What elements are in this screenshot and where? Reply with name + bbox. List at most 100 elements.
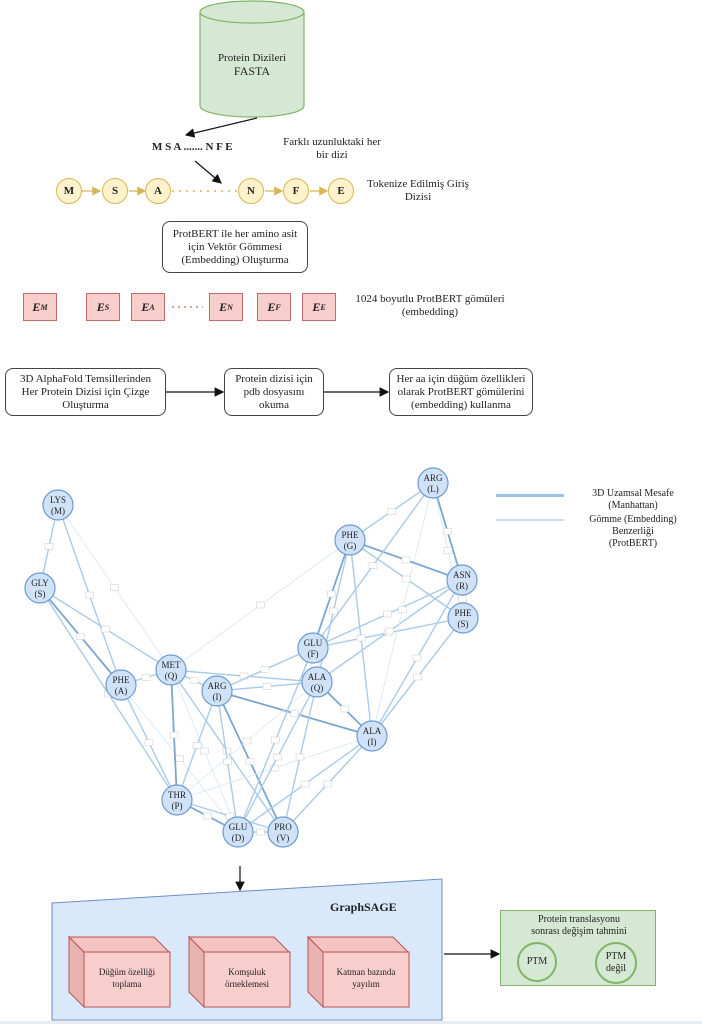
legend-line-spatial — [496, 494, 564, 497]
edge-weight-label — [273, 753, 282, 761]
pipeline-step-line: Her aa için düğüm özellikleri — [396, 372, 526, 385]
graph-node-met-q: MET(Q) — [155, 654, 187, 686]
edge-weight-label — [368, 562, 378, 569]
node-code: (F) — [308, 649, 319, 659]
legend-label-line: (ProtBERT) — [608, 538, 658, 549]
embedding-step-line2: için Vektör Gömmesi — [188, 240, 282, 253]
legend-label-embedding: Gömme (Embedding) Benzerliği (ProtBERT) — [574, 514, 692, 550]
token-s: S — [102, 178, 128, 204]
pipeline-step-line: Oluşturma — [62, 398, 109, 411]
pipeline-step-line: 3D AlphaFold Temsillerinden — [19, 372, 152, 385]
block-label: Katman bazında — [336, 967, 396, 977]
class-label: değil — [606, 963, 626, 974]
graph-node-phe-a: PHE(A) — [105, 669, 137, 701]
pipeline-step-line: okuma — [259, 398, 289, 411]
embedding-step-line1: ProtBERT ile her amino asit — [172, 227, 298, 240]
graphsage-block-3: Katman bazında yayılım — [307, 936, 411, 1008]
node-name: GLU — [304, 638, 323, 648]
embeddings-note-line1: 1024 boyutlu ProtBERT gömüleri — [355, 293, 505, 305]
database-label: Protein Dizileri — [217, 52, 287, 64]
edge-weight-label — [327, 590, 336, 598]
edge-weight-label — [141, 674, 151, 681]
node-code: (Q) — [165, 671, 178, 681]
block-label: yayılım — [352, 979, 380, 989]
pipeline-step-line: (embedding) kullanma — [411, 398, 511, 411]
edge-weight-label — [290, 710, 299, 717]
graph-node-lys-m: LYS(M) — [42, 489, 74, 521]
token-f: F — [283, 178, 309, 204]
sequence-text: M S A ....... N F E — [152, 141, 233, 153]
node-code: (S) — [35, 589, 46, 599]
legend-label-spatial: 3D Uzamsal Mesafe (Manhattan) — [574, 488, 692, 512]
edge-weight-label — [401, 556, 411, 564]
graph-node-thr-p: THR(P) — [161, 784, 193, 816]
class-ptm: PTM — [517, 942, 557, 982]
edge-weight-label — [76, 633, 85, 640]
graph-node-arg-l: ARG(L) — [417, 467, 449, 499]
node-name: ARG — [423, 473, 443, 483]
edge-weight-label — [295, 753, 305, 761]
protein-database: Protein Dizileri FASTA — [199, 0, 305, 118]
pipeline-step-line: olarak ProtBERT gömülerini — [397, 385, 525, 398]
node-name: LYS — [50, 495, 66, 505]
prediction-title-line: Protein translasyonu — [538, 914, 620, 925]
edge-weight-label — [383, 610, 392, 618]
graph-node-asn-r: ASN(R) — [446, 564, 478, 596]
embedding-step-box: ProtBERT ile her amino asit için Vektör … — [162, 221, 308, 273]
prediction-title-line: sonrası değişim tahmini — [531, 926, 627, 937]
edge-weight-label — [270, 764, 279, 772]
edge-weight-label — [402, 575, 411, 583]
edge-weight-label — [443, 528, 452, 535]
pipeline-step-graph-creation: 3D AlphaFold Temsillerinden Her Protein … — [5, 368, 166, 416]
node-code: (P) — [172, 801, 183, 811]
node-code: (Q) — [311, 683, 324, 693]
legend-label-line: (Manhattan) — [608, 500, 658, 511]
token-e: E — [328, 178, 354, 204]
edge-weight-label — [256, 601, 265, 609]
embedding-step-line3: (Embedding) Oluşturma — [181, 253, 289, 266]
sequence-note-line1: Farklı uzunluktaki her — [283, 136, 381, 148]
edge-weight-label — [44, 543, 54, 550]
node-name: MET — [162, 660, 182, 670]
node-name: GLU — [229, 822, 248, 832]
edge-weight-label — [323, 780, 332, 788]
edge-weight-label — [262, 683, 272, 690]
edge-weight-label — [300, 780, 310, 788]
node-name: GLY — [31, 578, 49, 588]
graph-node-glu-f: GLU(F) — [297, 632, 329, 664]
edge-weight-label — [329, 607, 338, 615]
embeddings-note: 1024 boyutlu ProtBERT gömüleri (embeddin… — [340, 293, 520, 319]
database-format: FASTA — [233, 64, 271, 78]
edge-weight-label — [271, 736, 280, 744]
node-name: PHE — [112, 675, 130, 685]
class-not-ptm: PTM değil — [595, 942, 637, 984]
edge-weight-label — [101, 625, 110, 633]
node-name: ARG — [207, 681, 227, 691]
node-name: PHE — [341, 530, 359, 540]
legend-label-line: Gömme (Embedding) — [589, 514, 677, 525]
edge-weight-label — [443, 547, 453, 554]
edge-weight-label — [189, 677, 199, 684]
edge-weight-label — [458, 595, 467, 603]
edge-weight-label — [340, 705, 349, 713]
class-label: PTM — [605, 951, 627, 962]
edge-weight-label — [144, 739, 154, 746]
edge-weight-label — [413, 673, 422, 681]
graph-node-arg-i: ARG(I) — [201, 675, 233, 707]
edge-weight-label — [203, 812, 212, 820]
block-label: örneklemesi — [225, 979, 269, 989]
graph-node-gly-s: GLY(S) — [24, 572, 56, 604]
node-name: ALA — [308, 672, 327, 682]
cylinder-icon — [199, 0, 305, 118]
edge-weight-label — [356, 634, 366, 642]
pipeline-step-line: Protein dizisi için — [235, 372, 313, 385]
node-code: (I) — [213, 692, 222, 702]
edge-weight-label — [242, 737, 252, 745]
node-code: (M) — [51, 506, 65, 516]
sequence-note: Farklı uzunluktaki her bir dizi — [272, 136, 392, 162]
